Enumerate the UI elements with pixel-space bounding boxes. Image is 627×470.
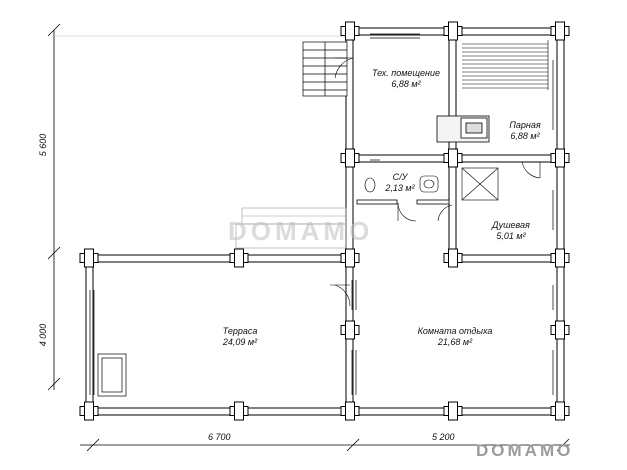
dimension-bottom-right: 5 200 bbox=[432, 432, 455, 442]
watermark-center: DOMAMO bbox=[228, 216, 374, 246]
room-shower-name: Душевая bbox=[492, 220, 530, 230]
room-tech-area: 6,88 м² bbox=[391, 79, 421, 89]
partition bbox=[356, 199, 450, 205]
room-wc-area: 2,13 м² bbox=[385, 183, 415, 193]
room-shower: Душевая 5,01 м² bbox=[481, 220, 541, 242]
wc-fixtures bbox=[364, 175, 439, 193]
room-tech-name: Тех. помещение bbox=[371, 68, 441, 78]
room-shower-area: 5,01 м² bbox=[496, 231, 526, 241]
room-wc-name: С/У bbox=[392, 172, 408, 182]
doors bbox=[330, 57, 541, 307]
room-rest-name: Комната отдыха bbox=[417, 326, 493, 336]
steam-benches bbox=[462, 40, 549, 90]
room-terrace-name: Терраса bbox=[222, 326, 258, 336]
room-terrace-area: 24,09 м² bbox=[222, 337, 258, 347]
dimension-left-top: 5 600 bbox=[38, 133, 48, 157]
dimension-left-bottom: 4 000 bbox=[38, 323, 48, 347]
room-steam-area: 6,88 м² bbox=[510, 131, 540, 141]
porch-steps bbox=[235, 207, 347, 249]
room-tech: Тех. помещение 6,88 м² bbox=[360, 68, 452, 90]
windows bbox=[89, 33, 558, 395]
watermark-corner: DOMAMO bbox=[476, 441, 574, 460]
stairs bbox=[302, 41, 348, 97]
room-terrace: Терраса 24,09 м² bbox=[205, 326, 275, 348]
room-steam: Парная 6,88 м² bbox=[497, 120, 553, 142]
dimension-lines bbox=[47, 23, 570, 452]
shower-tray bbox=[461, 167, 499, 201]
terrace-bench bbox=[97, 353, 127, 397]
room-rest: Комната отдыха 21,68 м² bbox=[405, 326, 505, 348]
dimension-bottom-left: 6 700 bbox=[208, 432, 231, 442]
stove bbox=[436, 115, 490, 143]
room-steam-name: Парная bbox=[509, 120, 541, 130]
room-rest-area: 21,68 м² bbox=[437, 337, 473, 347]
room-wc: С/У 2,13 м² bbox=[378, 172, 422, 194]
